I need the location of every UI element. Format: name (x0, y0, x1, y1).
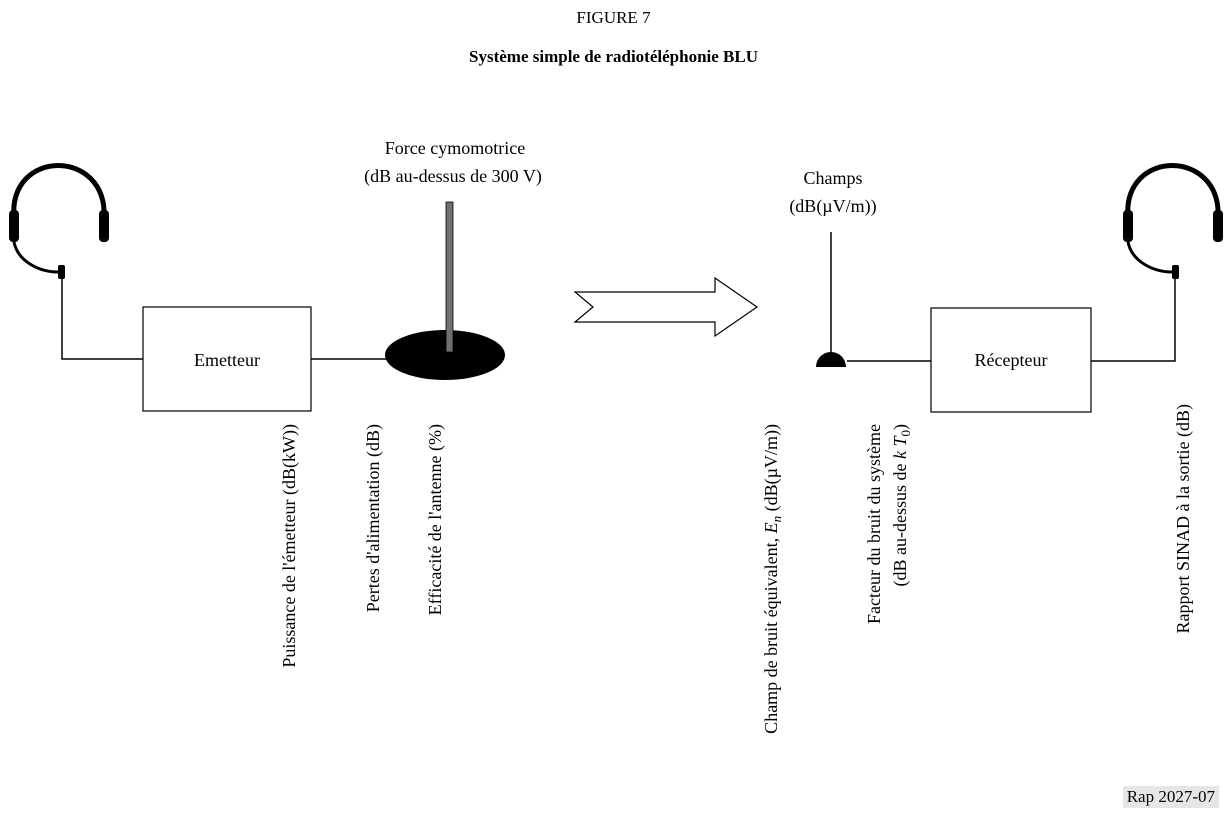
field-label: Champs (803, 168, 862, 188)
figure-reference: Rap 2027-07 (1122, 786, 1219, 808)
figure-title: Système simple de radiotéléphonie BLU (469, 47, 758, 66)
headset-right-icon (1123, 163, 1223, 279)
transmit-antenna-icon (385, 201, 505, 380)
cymomotive-force-unit: (dB au-dessus de 300 V) (364, 166, 542, 187)
antenna-efficiency-label: Efficacité de l'antenne (%) (425, 424, 446, 615)
receiver-label: Récepteur (975, 350, 1048, 370)
noise-field-label: Champ de bruit équivalent, En (dB(µV/m)) (761, 424, 784, 734)
transmitter-block: Emetteur (142, 306, 312, 412)
signal-wires (61, 279, 1176, 362)
tx-power-label: Puissance de l'émetteur (dB(kW)) (279, 424, 300, 668)
feeder-loss-label: Pertes d'alimentation (dB) (363, 424, 384, 612)
field-unit: (dB(µV/m)) (789, 196, 876, 217)
propagation-arrow-icon (573, 276, 759, 338)
transmitter-label: Emetteur (194, 350, 260, 370)
headset-left-icon (9, 163, 109, 279)
sinad-label: Rapport SINAD à la sortie (dB) (1173, 404, 1194, 633)
noise-factor-label: Facteur du bruit du système (864, 424, 884, 624)
noise-factor-unit: (dB au-dessus de k T0) (890, 424, 913, 586)
receive-antenna-icon (816, 232, 846, 367)
receiver-block: Récepteur (930, 307, 1092, 413)
figure-number: FIGURE 7 (576, 8, 651, 27)
cymomotive-force-label: Force cymomotrice (385, 138, 525, 158)
